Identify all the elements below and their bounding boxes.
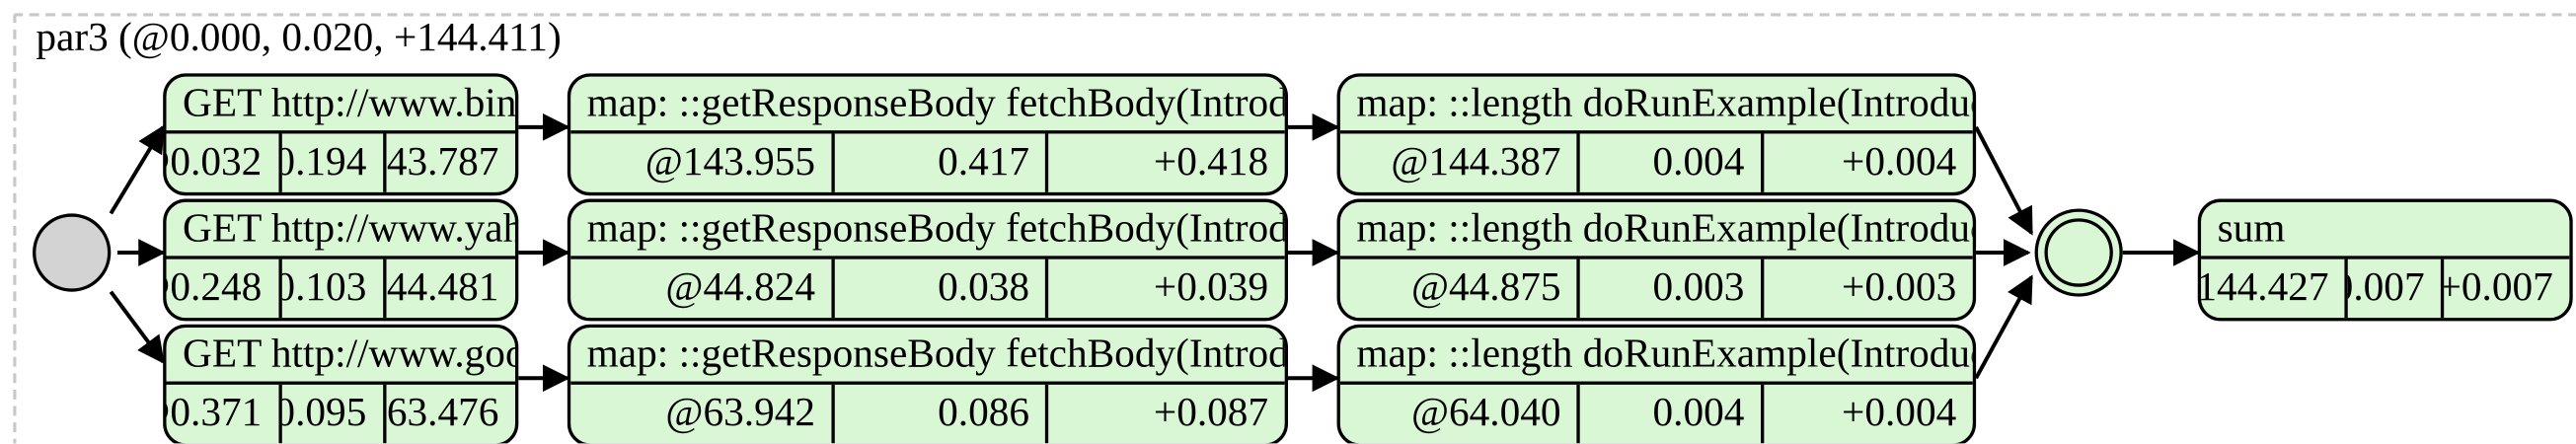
node-row3-length[interactable]: map: ::length doRunExample(IntroductoryE…	[1336, 324, 1977, 444]
node-title: map: ::length doRunExample(IntroductoryE…	[1356, 81, 1972, 126]
stat-duration: 0.417	[835, 133, 1049, 192]
stat-start: @63.942	[570, 384, 835, 444]
stat-duration: 0.038	[835, 259, 1049, 319]
stat-delta: +0.004	[1842, 391, 1957, 436]
node-stats: @0.032 0.194 +143.787	[166, 130, 515, 192]
node-row1-length[interactable]: map: ::length doRunExample(IntroductoryE…	[1336, 73, 1977, 196]
stat-delta: +0.039	[1153, 265, 1269, 310]
node-sum[interactable]: sum @144.427 0.007 +0.007	[2197, 198, 2573, 322]
node-stats: @44.824 0.038 +0.039	[570, 256, 1285, 319]
node-row1-fetchbody[interactable]: map: ::getResponseBody fetchBody(Introdu…	[567, 73, 1288, 196]
stat-delta: +143.787	[386, 140, 499, 185]
node-title: sum	[2217, 206, 2286, 252]
node-row1-request[interactable]: GET http://www.bing.com @0.032 0.194 +14…	[163, 73, 519, 196]
node-stats: @44.875 0.003 +0.003	[1339, 256, 1973, 319]
stat-duration: 0.103	[281, 259, 387, 319]
stat-delta: +0.003	[1842, 265, 1957, 310]
node-title: map: ::getResponseBody fetchBody(Introdu…	[586, 206, 1285, 252]
cluster-par3	[13, 13, 2576, 444]
node-stats: @0.371 0.095 +63.476	[166, 381, 515, 444]
stat-start: @143.955	[570, 133, 835, 192]
node-row2-request[interactable]: GET http://www.yahoo.com @0.248 0.103 +4…	[163, 198, 519, 322]
join-node[interactable]	[2034, 208, 2123, 297]
node-title: GET http://www.google.com	[183, 332, 515, 377]
node-row3-request[interactable]: GET http://www.google.com @0.371 0.095 +…	[163, 324, 519, 444]
stat-start: @44.875	[1340, 259, 1581, 319]
stat-duration: 0.004	[1580, 384, 1765, 444]
stat-duration: 0.007	[2348, 259, 2445, 319]
node-title: map: ::getResponseBody fetchBody(Introdu…	[586, 81, 1285, 126]
node-row2-fetchbody[interactable]: map: ::getResponseBody fetchBody(Introdu…	[567, 198, 1288, 322]
stat-start: @0.371	[166, 384, 282, 444]
node-title: map: ::getResponseBody fetchBody(Introdu…	[586, 332, 1285, 377]
node-stats: @64.040 0.004 +0.004	[1339, 381, 1973, 444]
node-stats: @144.387 0.004 +0.004	[1339, 130, 1973, 192]
stat-delta: +0.004	[1842, 140, 1957, 185]
stat-duration: 0.086	[835, 384, 1049, 444]
stat-start: @44.824	[570, 259, 835, 319]
node-row2-length[interactable]: map: ::length doRunExample(IntroductoryE…	[1336, 198, 1977, 322]
start-node[interactable]	[33, 213, 112, 292]
stat-delta: +63.476	[386, 391, 499, 436]
stat-duration: 0.004	[1580, 133, 1765, 192]
node-stats: @143.955 0.417 +0.418	[570, 130, 1285, 192]
stat-start: @0.248	[166, 259, 282, 319]
stat-start: @144.427	[2201, 259, 2349, 319]
node-stats: @0.248 0.103 +44.481	[166, 256, 515, 319]
stat-duration: 0.095	[281, 384, 387, 444]
node-stats: @63.942 0.086 +0.087	[570, 381, 1285, 444]
stat-duration: 0.194	[281, 133, 387, 192]
stat-start: @0.032	[166, 133, 282, 192]
stat-start: @144.387	[1340, 133, 1581, 192]
stat-delta: +0.007	[2444, 265, 2553, 310]
join-node-inner-ring	[2044, 218, 2113, 287]
stat-start: @64.040	[1340, 384, 1581, 444]
cluster-label: par3 (@0.000, 0.020, +144.411)	[36, 16, 562, 61]
stat-delta: +0.418	[1153, 140, 1269, 185]
stat-duration: 0.003	[1580, 259, 1765, 319]
node-title: map: ::length doRunExample(IntroductoryE…	[1356, 332, 1972, 377]
node-title: GET http://www.bing.com	[183, 81, 516, 126]
node-stats: @144.427 0.007 +0.007	[2201, 256, 2570, 319]
node-title: GET http://www.yahoo.com	[183, 206, 515, 252]
stat-delta: +0.087	[1153, 391, 1269, 436]
node-title: map: ::length doRunExample(IntroductoryE…	[1356, 206, 1972, 252]
stat-delta: +44.481	[386, 265, 499, 310]
node-row3-fetchbody[interactable]: map: ::getResponseBody fetchBody(Introdu…	[567, 324, 1288, 444]
